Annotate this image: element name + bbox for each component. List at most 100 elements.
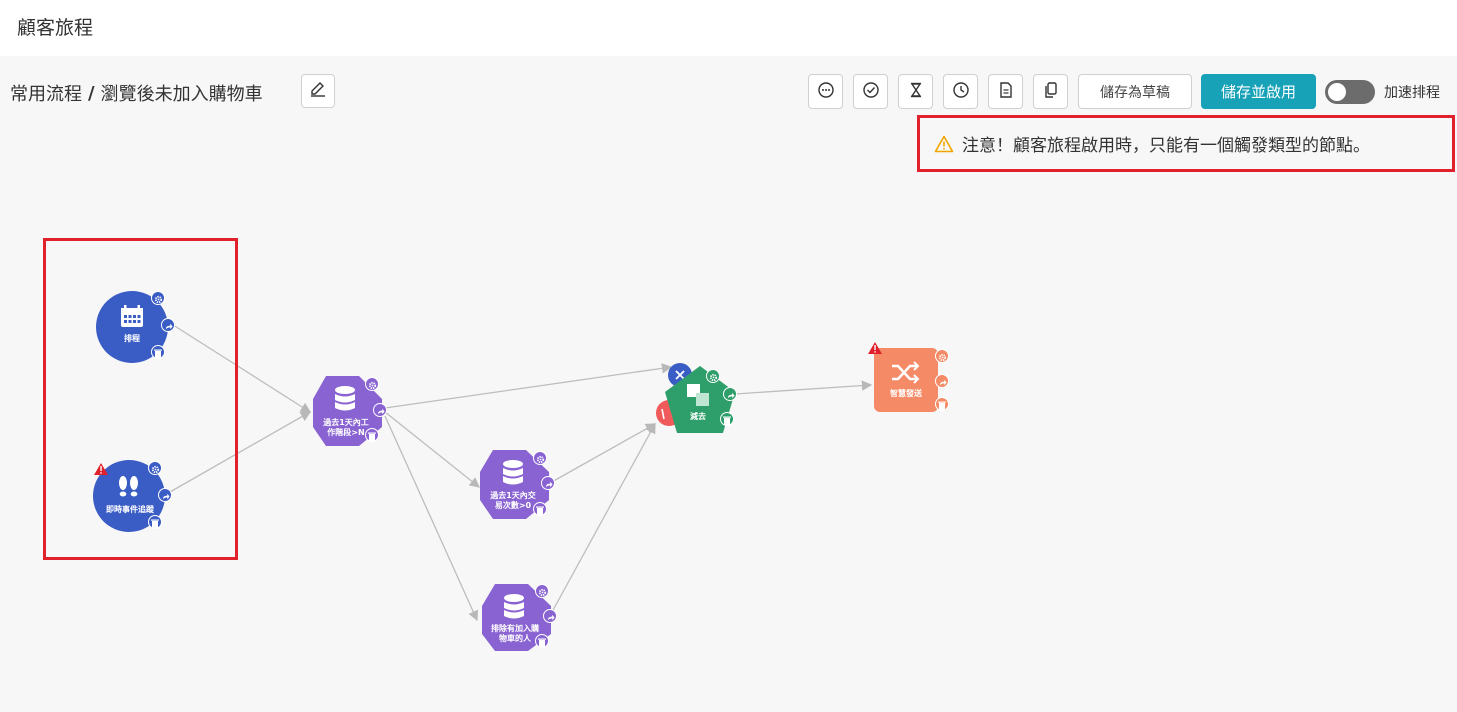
subtract-icon	[687, 384, 709, 406]
trash-icon	[151, 513, 159, 532]
breadcrumb: 常用流程 / 瀏覽後未加入購物車	[10, 80, 263, 106]
gear-icon	[154, 289, 163, 308]
validate-button[interactable]	[853, 74, 888, 109]
footprints-icon	[119, 476, 138, 497]
clock-icon	[952, 81, 970, 103]
node-subtract-label: 減去	[690, 412, 706, 421]
trash-icon	[536, 500, 544, 519]
save-draft-button[interactable]: 儲存為草稿	[1078, 74, 1192, 109]
trash-icon	[368, 426, 376, 445]
breadcrumb-current: 瀏覽後未加入購物車	[100, 84, 263, 105]
app-title: 顧客旅程	[17, 17, 94, 39]
node-settings-button[interactable]	[365, 377, 379, 391]
share-arrow-icon	[161, 486, 170, 505]
node-delete-button[interactable]	[148, 515, 162, 529]
document-icon	[997, 81, 1015, 103]
node-seg1-shape	[313, 376, 382, 446]
gear-icon	[938, 347, 947, 366]
edit-name-button[interactable]	[301, 74, 335, 108]
node-connect-button[interactable]	[158, 488, 172, 502]
share-arrow-icon	[164, 316, 173, 335]
gear-icon	[536, 449, 545, 468]
calendar-icon	[121, 305, 143, 327]
warning-icon	[934, 135, 954, 153]
edge-seg1-subtract	[384, 363, 673, 409]
share-arrow-icon	[726, 385, 735, 404]
gear-icon	[538, 582, 547, 601]
node-connect-button[interactable]	[161, 318, 175, 332]
share-arrow-icon	[546, 607, 555, 626]
wait-button[interactable]	[898, 74, 933, 109]
pencil-icon	[309, 80, 327, 102]
edge-seg3-subtract	[551, 422, 656, 613]
trigger-highlight-box	[43, 238, 238, 560]
node-connect-button[interactable]	[723, 387, 737, 401]
top-bar: 顧客旅程	[0, 0, 1457, 56]
node-delete-button[interactable]	[533, 502, 547, 516]
trash-icon	[538, 632, 546, 651]
node-seg3-label: 排除有加入購物車的人	[491, 624, 539, 643]
error-icon	[94, 463, 108, 475]
share-arrow-icon	[376, 401, 385, 420]
node-seg1-label: 過去1天內工作階段>N	[323, 418, 369, 437]
accelerate-toggle[interactable]	[1325, 80, 1375, 104]
toggle-knob	[1328, 83, 1346, 101]
comment-button[interactable]	[808, 74, 843, 109]
node-seg3-shape	[482, 584, 551, 651]
database-icon	[335, 386, 355, 411]
node-seg2-label: 過去1天內交易次數>0	[490, 491, 536, 510]
warning-banner: 注意！顧客旅程啟用時，只能有一個觸發類型的節點。	[917, 115, 1455, 172]
edge-seg2-subtract	[549, 423, 657, 484]
hourglass-icon	[907, 81, 925, 103]
trash-icon	[938, 395, 946, 414]
node-settings-button[interactable]	[535, 584, 549, 598]
node-delete-button[interactable]	[535, 634, 549, 648]
node-realtime-shape	[93, 460, 165, 532]
node-realtime-label: 即時事件追蹤	[106, 505, 154, 514]
node-settings-button[interactable]	[533, 451, 547, 465]
edge-seg1-seg3	[384, 415, 478, 622]
edge-subtract-smart	[734, 380, 873, 395]
breadcrumb-separator: /	[88, 82, 95, 104]
node-connect-button[interactable]	[935, 374, 949, 388]
save-publish-button[interactable]: 儲存並啟用	[1201, 74, 1316, 109]
gear-icon	[151, 459, 160, 478]
edge-realtime-seg1	[169, 411, 312, 493]
accelerate-label: 加速排程	[1384, 85, 1440, 101]
report-button[interactable]	[988, 74, 1023, 109]
warning-text: 注意！顧客旅程啟用時，只能有一個觸發類型的節點。	[962, 136, 1370, 156]
node-delete-button[interactable]	[365, 428, 379, 442]
node-delete-button[interactable]	[151, 345, 165, 359]
edge-seg1-seg2	[384, 411, 481, 488]
node-subtract-shape	[656, 363, 735, 433]
node-connect-button[interactable]	[373, 403, 387, 417]
copy-button[interactable]	[1033, 74, 1068, 109]
node-settings-button[interactable]	[148, 461, 162, 475]
comment-icon	[817, 81, 835, 103]
node-settings-button[interactable]	[935, 349, 949, 363]
breadcrumb-root[interactable]: 常用流程	[10, 84, 82, 105]
node-schedule-shape	[96, 291, 168, 363]
node-settings-button[interactable]	[706, 369, 720, 383]
check-circle-icon	[862, 81, 880, 103]
gear-icon	[368, 375, 377, 394]
trash-icon	[154, 343, 162, 362]
history-button[interactable]	[943, 74, 978, 109]
edge-schedule-seg1	[169, 322, 312, 413]
node-delete-button[interactable]	[935, 397, 949, 411]
copy-icon	[1042, 81, 1060, 103]
node-connect-button[interactable]	[541, 476, 555, 490]
node-schedule-label: 排程	[124, 334, 140, 343]
gear-icon	[709, 367, 718, 386]
share-arrow-icon	[544, 474, 553, 493]
node-connect-button[interactable]	[543, 609, 557, 623]
node-smart-shape	[868, 342, 938, 412]
shuffle-icon	[892, 361, 920, 384]
node-seg2-shape	[480, 450, 549, 519]
database-icon	[503, 460, 523, 485]
node-delete-button[interactable]	[720, 412, 734, 426]
node-settings-button[interactable]	[151, 291, 165, 305]
node-smart-label: 智慧發送	[890, 389, 922, 398]
trash-icon	[723, 410, 731, 429]
